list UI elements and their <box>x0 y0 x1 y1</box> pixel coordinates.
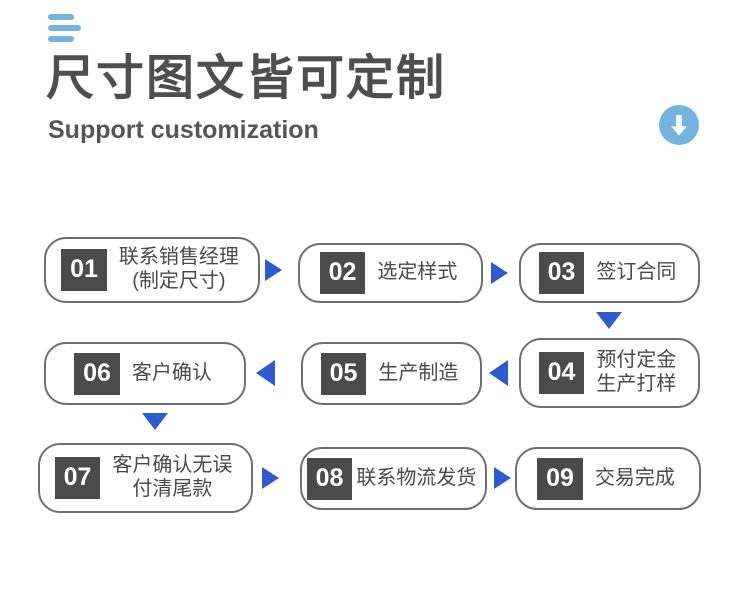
page-header: 尺寸图文皆可定制 Support customization <box>0 0 750 210</box>
flow-node-05-label: 生产制造 <box>378 361 459 384</box>
process-flow-diagram: 01 联系销售经理 (制定尺寸) 02 选定样式 03 签订合同 04 预付定金… <box>0 225 750 525</box>
flow-node-02[interactable]: 02 选定样式 <box>298 243 483 303</box>
arrow-down-06-to-07 <box>142 413 168 430</box>
arrow-left-04-to-05 <box>489 360 508 386</box>
flow-node-06-number: 06 <box>74 352 120 395</box>
hamburger-bar-top <box>48 14 74 20</box>
arrow-right-02-to-03 <box>491 262 508 284</box>
flow-node-01[interactable]: 01 联系销售经理 (制定尺寸) <box>44 237 260 303</box>
hamburger-icon <box>48 12 90 46</box>
flow-node-07-number: 07 <box>54 457 101 499</box>
flow-node-05-number: 05 <box>320 352 367 395</box>
flow-node-07-label: 客户确认无误 付清尾款 <box>112 454 233 500</box>
flow-node-02-label: 选定样式 <box>377 261 458 284</box>
flow-node-08[interactable]: 08 联系物流发货 <box>300 447 487 510</box>
arrow-right-08-to-09 <box>494 467 511 489</box>
flow-node-09-number: 09 <box>537 457 583 500</box>
flow-node-08-label: 联系物流发货 <box>356 466 477 489</box>
flow-node-09[interactable]: 09 交易完成 <box>515 447 701 510</box>
flow-node-01-label: 联系销售经理 (制定尺寸) <box>118 246 239 292</box>
page-subtitle: Support customization <box>48 116 319 144</box>
flow-node-09-label: 交易完成 <box>594 466 675 489</box>
flow-node-03-number: 03 <box>538 252 585 294</box>
arrow-left-05-to-06 <box>256 360 275 386</box>
arrow-right-01-to-02 <box>265 259 282 281</box>
hamburger-bar-bottom <box>48 36 74 42</box>
flow-node-03[interactable]: 03 签订合同 <box>519 243 700 303</box>
flow-node-03-label: 签订合同 <box>596 261 677 284</box>
flow-node-08-number: 08 <box>306 457 353 500</box>
flow-node-05[interactable]: 05 生产制造 <box>301 342 482 405</box>
flow-node-01-number: 01 <box>61 249 107 291</box>
flow-node-02-number: 02 <box>319 252 366 294</box>
download-arrow-icon[interactable] <box>659 105 699 145</box>
arrow-down-03-to-04 <box>596 312 622 329</box>
page-title: 尺寸图文皆可定制 <box>46 52 447 105</box>
flow-node-04-number: 04 <box>538 352 585 394</box>
flow-node-04-label: 预付定金 生产打样 <box>596 349 677 395</box>
arrow-right-07-to-08 <box>262 467 279 489</box>
flow-node-06-label: 客户确认 <box>131 361 212 384</box>
flow-node-04[interactable]: 04 预付定金 生产打样 <box>519 338 700 408</box>
hamburger-bar-middle <box>48 25 81 31</box>
flow-node-06[interactable]: 06 客户确认 <box>44 342 246 405</box>
flow-node-07[interactable]: 07 客户确认无误 付清尾款 <box>38 443 253 513</box>
